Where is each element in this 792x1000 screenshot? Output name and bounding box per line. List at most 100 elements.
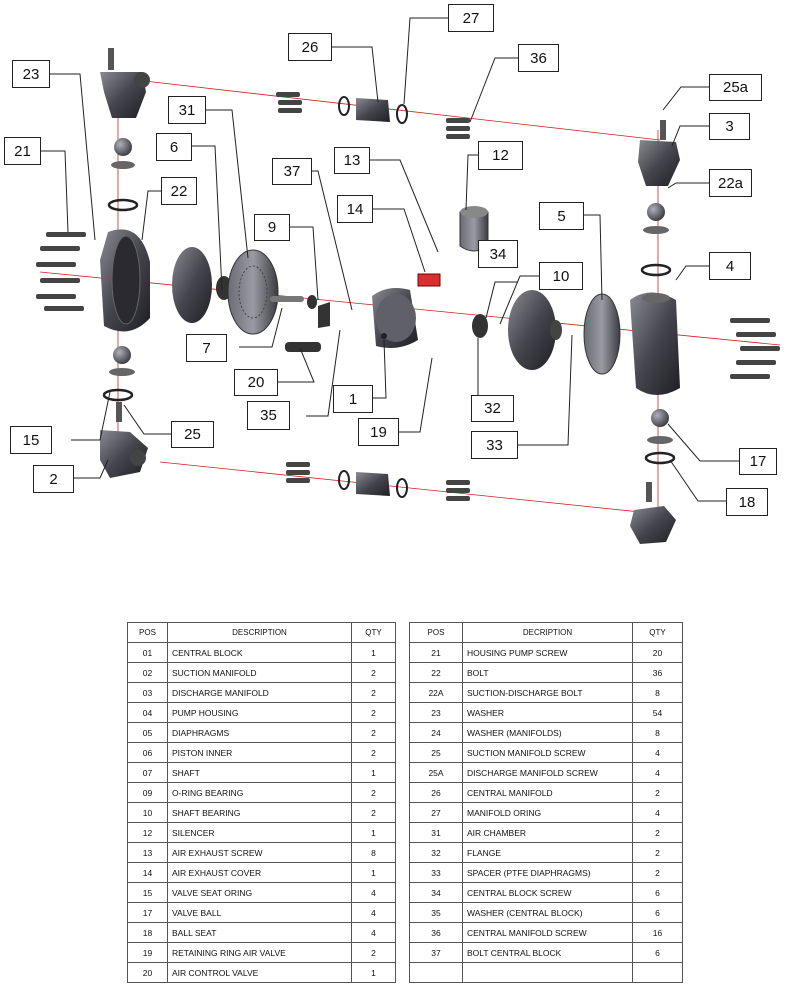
- cell-pos: 19: [127, 942, 168, 963]
- cell-description-2: CENTRAL BLOCK SCREW: [462, 882, 633, 903]
- discharge-manifold-right: [638, 120, 680, 303]
- cell-qty-2: 2: [632, 842, 683, 863]
- cell-description-2: MANIFOLD ORING: [462, 802, 633, 823]
- header-description-2: DECRIPTION: [462, 622, 633, 643]
- cell-qty: 2: [351, 802, 396, 823]
- callout-20: 20: [234, 369, 278, 396]
- cell-qty: 1: [351, 962, 396, 983]
- cell-pos-2: 37: [409, 942, 463, 963]
- table-gap: [395, 882, 410, 903]
- callout-leader-lines: [41, 17, 739, 502]
- cell-qty: 2: [351, 782, 396, 803]
- cell-qty: 2: [351, 742, 396, 763]
- cell-qty-2: 36: [632, 662, 683, 683]
- cell-pos: 13: [127, 842, 168, 863]
- air-exhaust-cover: [417, 273, 441, 287]
- cell-pos: 14: [127, 862, 168, 883]
- table-gap: [395, 682, 410, 703]
- callout-25a: 25a: [709, 74, 762, 101]
- cell-qty-2: 6: [632, 902, 683, 923]
- cell-qty: 2: [351, 702, 396, 723]
- parts-list-table: POS DESCRIPTION QTY POS DECRIPTION QTY 0…: [127, 622, 683, 983]
- callout-7: 7: [186, 334, 227, 362]
- table-gap: [395, 702, 410, 723]
- central-manifold-bottom: [286, 462, 470, 501]
- callout-13: 13: [334, 147, 370, 174]
- cell-description: VALVE BALL: [167, 902, 352, 923]
- cell-qty: 1: [351, 762, 396, 783]
- cell-pos-2: [409, 962, 463, 983]
- cell-pos: 20: [127, 962, 168, 983]
- table-gap: [395, 622, 410, 643]
- cell-pos-2: 27: [409, 802, 463, 823]
- table-gap: [395, 782, 410, 803]
- callout-35: 35: [247, 401, 290, 430]
- cell-pos: 10: [127, 802, 168, 823]
- cell-qty-2: 2: [632, 782, 683, 803]
- cell-pos: 07: [127, 762, 168, 783]
- cell-qty-2: 8: [632, 722, 683, 743]
- cell-description: SILENCER: [167, 822, 352, 843]
- cell-description: SUCTION MANIFOLD: [167, 662, 352, 683]
- cell-description-2: WASHER: [462, 702, 633, 723]
- discharge-manifold-left: [100, 48, 150, 212]
- cell-pos: 18: [127, 922, 168, 943]
- callout-4: 4: [709, 252, 751, 280]
- cell-qty-2: 2: [632, 822, 683, 843]
- cell-description: CENTRAL BLOCK: [167, 642, 352, 663]
- cell-description-2: SPACER (PTFE DIAPHRAGMS): [462, 862, 633, 883]
- cell-pos-2: 25: [409, 742, 463, 763]
- cell-pos-2: 36: [409, 922, 463, 943]
- callout-22a: 22a: [709, 169, 752, 197]
- table-gap: [395, 802, 410, 823]
- cell-qty-2: 6: [632, 942, 683, 963]
- callout-1: 1: [333, 385, 373, 413]
- cell-description: BALL SEAT: [167, 922, 352, 943]
- cell-pos: 03: [127, 682, 168, 703]
- cell-qty-2: 16: [632, 922, 683, 943]
- callout-21: 21: [4, 137, 41, 165]
- cell-pos: 05: [127, 722, 168, 743]
- callout-31: 31: [168, 96, 206, 124]
- cell-qty: 2: [351, 662, 396, 683]
- cell-qty: 4: [351, 922, 396, 943]
- cell-qty: 4: [351, 882, 396, 903]
- pump-housing-right: [630, 292, 780, 395]
- cell-description-2: SUCTION MANIFOLD SCREW: [462, 742, 633, 763]
- table-gap: [395, 902, 410, 923]
- cell-pos-2: 34: [409, 882, 463, 903]
- cell-qty-2: 4: [632, 742, 683, 763]
- cell-description-2: WASHER (CENTRAL BLOCK): [462, 902, 633, 923]
- cell-qty: 1: [351, 822, 396, 843]
- cell-description: SHAFT BEARING: [167, 802, 352, 823]
- shaft-assembly: [270, 295, 330, 352]
- exploded-pump-diagram: [36, 17, 781, 544]
- cell-pos: 06: [127, 742, 168, 763]
- cell-pos-2: 24: [409, 722, 463, 743]
- table-gap: [395, 862, 410, 883]
- callout-6: 6: [156, 133, 192, 161]
- central-block: [372, 288, 418, 348]
- callout-10: 10: [539, 262, 583, 290]
- callout-23: 23: [12, 60, 50, 88]
- header-pos: POS: [127, 622, 168, 643]
- cell-description-2: HOUSING PUMP SCREW: [462, 642, 633, 663]
- cell-pos-2: 35: [409, 902, 463, 923]
- table-gap: [395, 742, 410, 763]
- cell-pos-2: 22: [409, 662, 463, 683]
- cell-qty-2: 20: [632, 642, 683, 663]
- cell-description-2: WASHER (MANIFOLDS): [462, 722, 633, 743]
- callout-19: 19: [358, 418, 399, 446]
- callout-3: 3: [709, 113, 750, 140]
